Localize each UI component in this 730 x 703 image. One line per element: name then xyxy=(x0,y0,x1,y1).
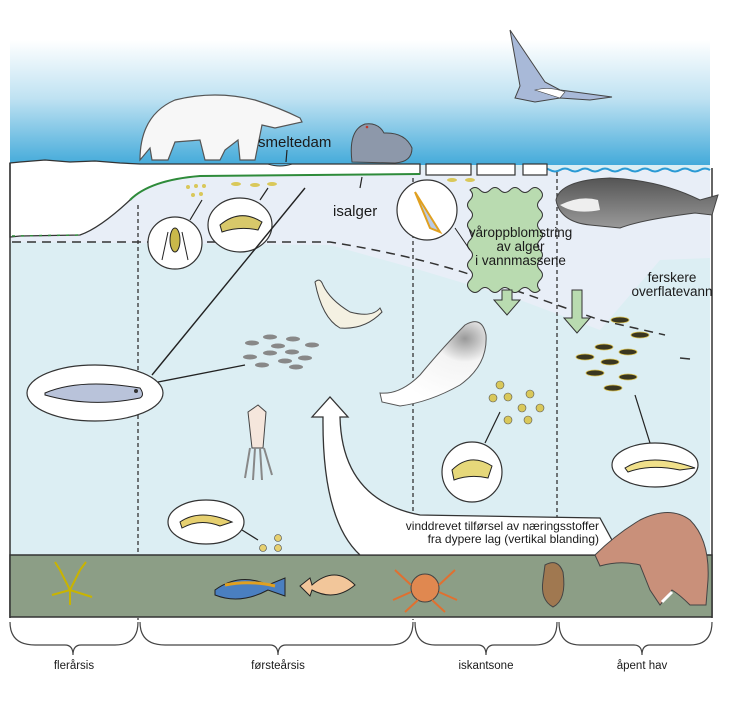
beluga xyxy=(379,321,487,407)
brace-open-sea xyxy=(558,621,713,656)
polar-bear xyxy=(139,94,303,162)
krill-swarm xyxy=(575,316,650,392)
leader-line xyxy=(259,187,269,201)
pycnocline-tail xyxy=(679,357,691,360)
bloom-arrow-down xyxy=(492,289,522,316)
fresher-surface-water-label: ferskere overflatevann xyxy=(622,271,722,299)
leader-line xyxy=(634,394,651,444)
ice-amphipod xyxy=(219,215,263,233)
ice-algae-label: isalger xyxy=(333,203,378,220)
zone-braces xyxy=(9,621,713,656)
vertical-mixing-arrow xyxy=(310,396,622,556)
ringed-seal xyxy=(350,123,413,164)
krill xyxy=(624,459,696,473)
polar-cod xyxy=(44,383,143,403)
shrimp xyxy=(179,514,234,529)
sea-surface-wave xyxy=(539,167,711,173)
vertical-mixing-label: vinddrevet tilførsel av næringsstoffer f… xyxy=(367,520,599,546)
ice-floe xyxy=(476,163,516,176)
ice-algae-leader xyxy=(359,176,363,189)
leader-line xyxy=(157,364,246,383)
zone-label-first-year-ice: førsteårsis xyxy=(251,660,305,672)
copepod xyxy=(161,227,189,261)
ice-floe xyxy=(522,163,548,176)
leader-line xyxy=(151,187,306,376)
sculpin xyxy=(214,577,286,600)
brace-multi-year-ice xyxy=(9,621,139,656)
fresher-surface-water-line-2: overflatevann xyxy=(631,284,713,299)
harp-seal xyxy=(314,279,383,329)
leader-line xyxy=(484,411,501,444)
bowhead-whale xyxy=(555,177,719,229)
brace-ice-edge-zone xyxy=(414,621,558,656)
spring-bloom-line-2: av alger xyxy=(496,239,545,254)
amphipod xyxy=(451,459,493,481)
seaweed xyxy=(51,561,93,605)
leader-line xyxy=(241,529,259,541)
ice-floe xyxy=(425,163,472,176)
shrimp-group xyxy=(259,534,282,552)
sponge xyxy=(542,562,565,608)
pycnocline-line xyxy=(12,241,666,336)
ice-algae-layer-left xyxy=(11,234,81,237)
gull xyxy=(509,29,613,103)
zone-label-ice-edge-zone: iskantsone xyxy=(458,660,514,672)
squid xyxy=(244,404,273,481)
ice-algae-layer xyxy=(129,173,421,201)
spring-bloom-line-1: våroppblomstring xyxy=(468,225,573,240)
flatfish xyxy=(299,574,356,597)
zone-label-multi-year-ice: flerårsis xyxy=(53,660,95,672)
zone-label-open-sea: åpent hav xyxy=(616,660,668,672)
vertical-mixing-line-2: fra dypere lag (vertikal blanding) xyxy=(427,532,599,546)
melt-pond-label: smeltedam xyxy=(258,134,332,151)
polar-cod-school xyxy=(243,334,319,370)
leader-line xyxy=(454,227,471,251)
pteropod xyxy=(414,191,443,235)
melt-pond xyxy=(267,163,293,167)
ice-algae xyxy=(186,178,475,197)
bloom-arrow-down xyxy=(562,289,592,334)
snow-crab xyxy=(392,569,458,613)
fresher-surface-water-line-1: ferskere xyxy=(647,270,697,285)
spring-bloom-line-3: i vannmassene xyxy=(475,253,566,268)
vertical-mixing-line-1: vinddrevet tilførsel av næringsstoffer xyxy=(405,519,599,533)
amphipod-swarm xyxy=(488,380,545,425)
melt-pond-leader xyxy=(285,149,288,163)
leader-line xyxy=(189,199,203,221)
brace-first-year-ice xyxy=(139,621,414,656)
walrus xyxy=(594,512,709,606)
spring-bloom-label: våroppblomstring av alger i vannmassene xyxy=(463,226,578,268)
